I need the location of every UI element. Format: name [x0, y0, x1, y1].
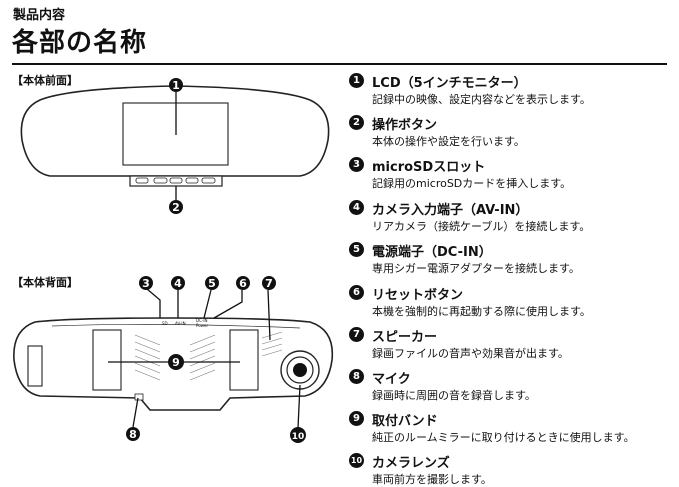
part-name: スピーカー — [372, 330, 438, 345]
callout-1: 1 — [169, 78, 183, 92]
svg-text:6: 6 — [239, 277, 247, 290]
speaker-grille — [261, 331, 283, 357]
button-1[interactable] — [135, 177, 149, 184]
part-name: カメラレンズ — [372, 456, 450, 471]
part-name: マイク — [372, 372, 411, 387]
part-number: 2 — [349, 115, 364, 130]
callout-5: 5 — [205, 276, 219, 290]
part-number: 4 — [349, 200, 364, 215]
part-name: カメラ入力端子（AV-IN） — [372, 203, 529, 218]
front-mirror-illustration: 1 2 — [20, 78, 330, 214]
part-description: 録画時に周囲の音を録音します。 — [372, 389, 536, 402]
callout-4: 4 — [171, 276, 185, 290]
vent-grille-right — [189, 334, 216, 381]
part-description: リアカメラ（接続ケーブル）を接続します。 — [372, 220, 591, 233]
part-description: 本機を強制的に再起動する際に使用します。 — [372, 305, 591, 318]
part-name: LCD（5インチモニター） — [372, 76, 527, 91]
callout-2: 2 — [169, 200, 183, 214]
part-name: microSDスロット — [372, 160, 486, 175]
part-number: 9 — [349, 411, 364, 426]
vent-grille-left — [134, 334, 161, 381]
title-divider — [12, 63, 667, 65]
side-clip-left — [27, 345, 43, 387]
callout-8: 8 — [126, 427, 140, 441]
part-number: 1 — [349, 73, 364, 88]
part-description: 本体の操作や設定を行います。 — [372, 135, 525, 148]
part-description: 記録用のmicroSDカードを挿入します。 — [372, 177, 572, 190]
svg-text:2: 2 — [172, 201, 180, 214]
part-description: 車両前方を撮影します。 — [372, 473, 492, 486]
back-inner-edge — [51, 324, 301, 329]
part-description: 純正のルームミラーに取り付けるときに使用します。 — [372, 431, 635, 444]
part-number: 6 — [349, 285, 364, 300]
part-description: 録画ファイルの音声や効果音が出ます。 — [372, 347, 569, 360]
part-number: 8 — [349, 369, 364, 384]
callout-7: 7 — [262, 276, 276, 290]
callout-9: 9 — [168, 354, 184, 370]
part-name: 操作ボタン — [372, 118, 438, 133]
front-view-label: 【本体前面】 — [12, 74, 78, 87]
back-mirror-illustration: SD AV-IN DC-IN Power 3 4 5 — [13, 276, 334, 443]
back-view-label: 【本体背面】 — [12, 276, 78, 289]
av-in-label: AV-IN — [175, 321, 186, 326]
power-label: Power — [196, 323, 208, 328]
callout-6: 6 — [236, 276, 250, 290]
svg-text:8: 8 — [129, 428, 137, 441]
section-subtitle: 製品内容 — [13, 8, 66, 23]
part-number: 3 — [349, 157, 364, 172]
microphone-hole — [134, 393, 144, 401]
svg-text:3: 3 — [142, 277, 150, 290]
part-name: 取付バンド — [372, 414, 438, 429]
part-number: 10 — [349, 453, 364, 468]
svg-text:7: 7 — [265, 277, 273, 290]
part-number: 7 — [349, 327, 364, 342]
part-name: リセットボタン — [372, 288, 464, 303]
button-3[interactable] — [169, 177, 183, 184]
camera-lens — [280, 350, 320, 390]
svg-text:4: 4 — [174, 277, 182, 290]
mount-band-right — [229, 329, 259, 391]
svg-text:9: 9 — [172, 356, 180, 369]
part-name: 電源端子（DC-IN） — [372, 245, 492, 260]
svg-text:10: 10 — [292, 432, 305, 442]
button-2[interactable] — [153, 177, 168, 184]
mount-band-left — [92, 329, 122, 391]
button-4[interactable] — [185, 177, 199, 184]
part-number: 5 — [349, 242, 364, 257]
dc-in-label: DC-IN — [196, 318, 208, 323]
callout-10: 10 — [290, 427, 306, 443]
button-5[interactable] — [201, 177, 216, 184]
callout-3: 3 — [139, 276, 153, 290]
part-description: 専用シガー電源アダプターを接続します。 — [372, 262, 580, 275]
port-row: SD AV-IN DC-IN Power — [162, 318, 208, 328]
svg-text:5: 5 — [208, 277, 216, 290]
part-description: 記録中の映像、設定内容などを表示します。 — [372, 93, 591, 106]
card-slot-label: SD — [162, 321, 168, 326]
svg-text:1: 1 — [172, 79, 180, 92]
page-title: 各部の名称 — [12, 28, 148, 58]
